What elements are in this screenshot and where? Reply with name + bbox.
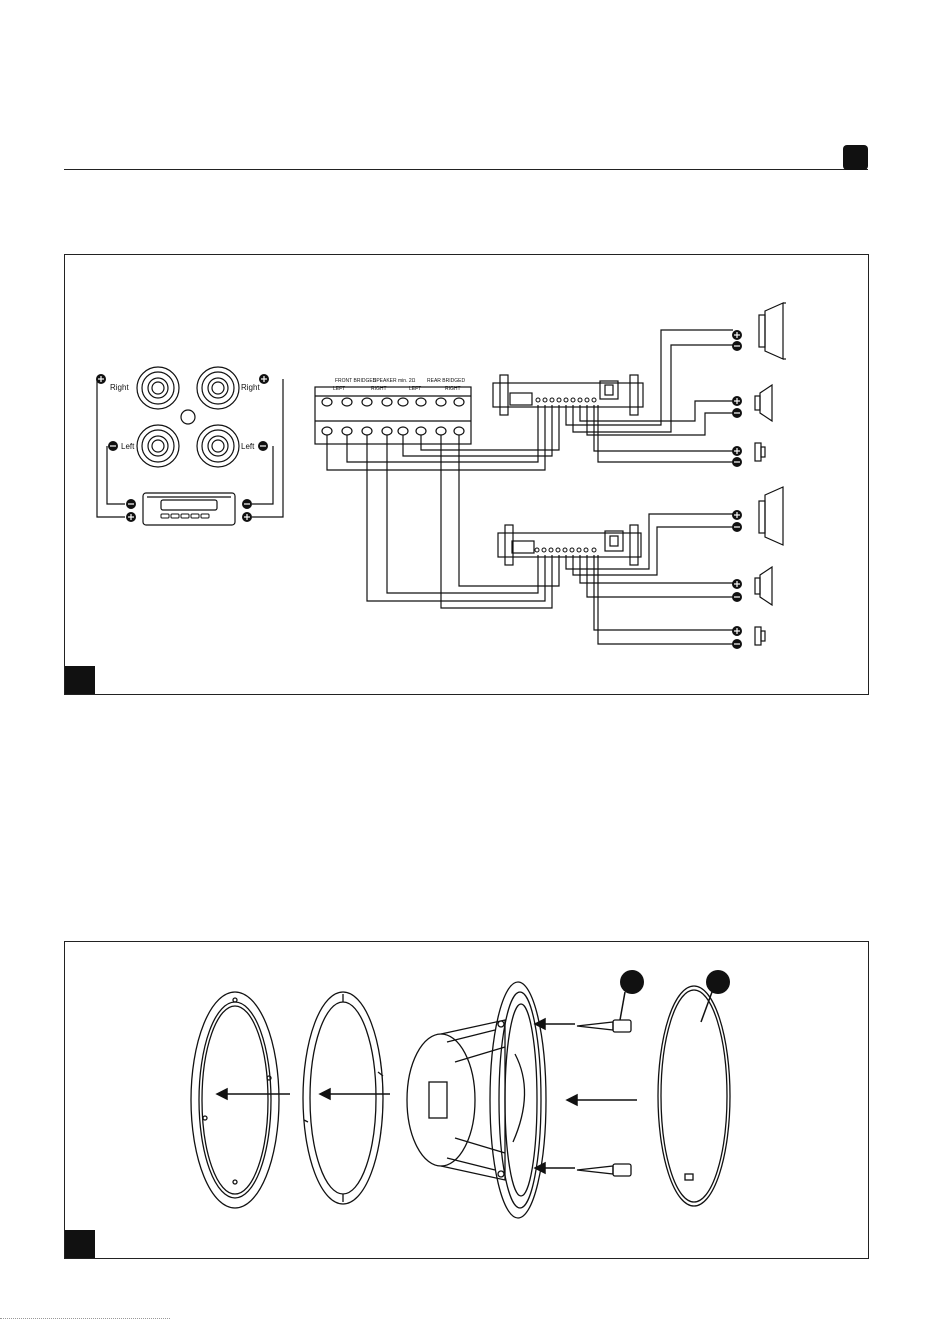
- label-left-right: Left: [241, 442, 255, 451]
- screw-top: [577, 1020, 631, 1032]
- label-right-left: Right: [110, 383, 129, 392]
- crossover-2: [498, 525, 641, 565]
- terminal-row-top: [322, 398, 464, 406]
- speaker-driver: [407, 982, 546, 1218]
- footer-line: [0, 1318, 170, 1322]
- grille-cover: [658, 986, 730, 1206]
- midrange-1: [755, 385, 772, 421]
- wiring-diagram: Right Right Left Left SPEAKER min. 2Ω FR…: [65, 255, 870, 696]
- label-right-right: Right: [241, 383, 260, 392]
- tweeter-1: [755, 443, 765, 461]
- woofer-2: [759, 487, 783, 545]
- page-badge: [843, 145, 868, 170]
- wiring-diagram-frame: Right Right Left Left SPEAKER min. 2Ω FR…: [64, 254, 869, 695]
- header-rule: [64, 169, 868, 170]
- label-left-left: Left: [121, 442, 135, 451]
- callout-1: [620, 970, 644, 994]
- label-ch-left-2: LEFT: [409, 386, 421, 392]
- callout-2: [706, 970, 730, 994]
- assembly-diagram-frame: [64, 941, 869, 1259]
- terminal-right-top-right: [197, 367, 239, 409]
- woofer-1: [759, 303, 786, 359]
- label-rear-bridged: REAR BRIDGED: [427, 378, 465, 384]
- screw-bottom: [577, 1164, 631, 1176]
- terminal-left-bottom-right: [197, 425, 239, 467]
- label-ch-left-1: LEFT: [333, 386, 345, 392]
- gasket: [303, 992, 383, 1204]
- figure-badge-bottom: [65, 1230, 95, 1258]
- figure-badge-top: [65, 666, 95, 694]
- head-unit: [143, 493, 235, 525]
- terminal-row-bottom: [322, 427, 464, 435]
- terminal-left-bottom-left: [137, 425, 179, 467]
- trim-ring: [191, 992, 279, 1208]
- label-speaker: SPEAKER min. 2Ω: [373, 378, 416, 384]
- label-ch-right-1: RIGHT: [371, 386, 387, 392]
- midrange-2: [755, 567, 772, 605]
- tweeter-2: [755, 627, 765, 645]
- crossover-1: [493, 375, 643, 415]
- assembly-diagram: [65, 942, 870, 1260]
- label-ch-right-2: RIGHT: [445, 386, 461, 392]
- label-front-bridged: FRONT BRIDGED: [335, 378, 377, 384]
- terminal-right-top-left: [137, 367, 179, 409]
